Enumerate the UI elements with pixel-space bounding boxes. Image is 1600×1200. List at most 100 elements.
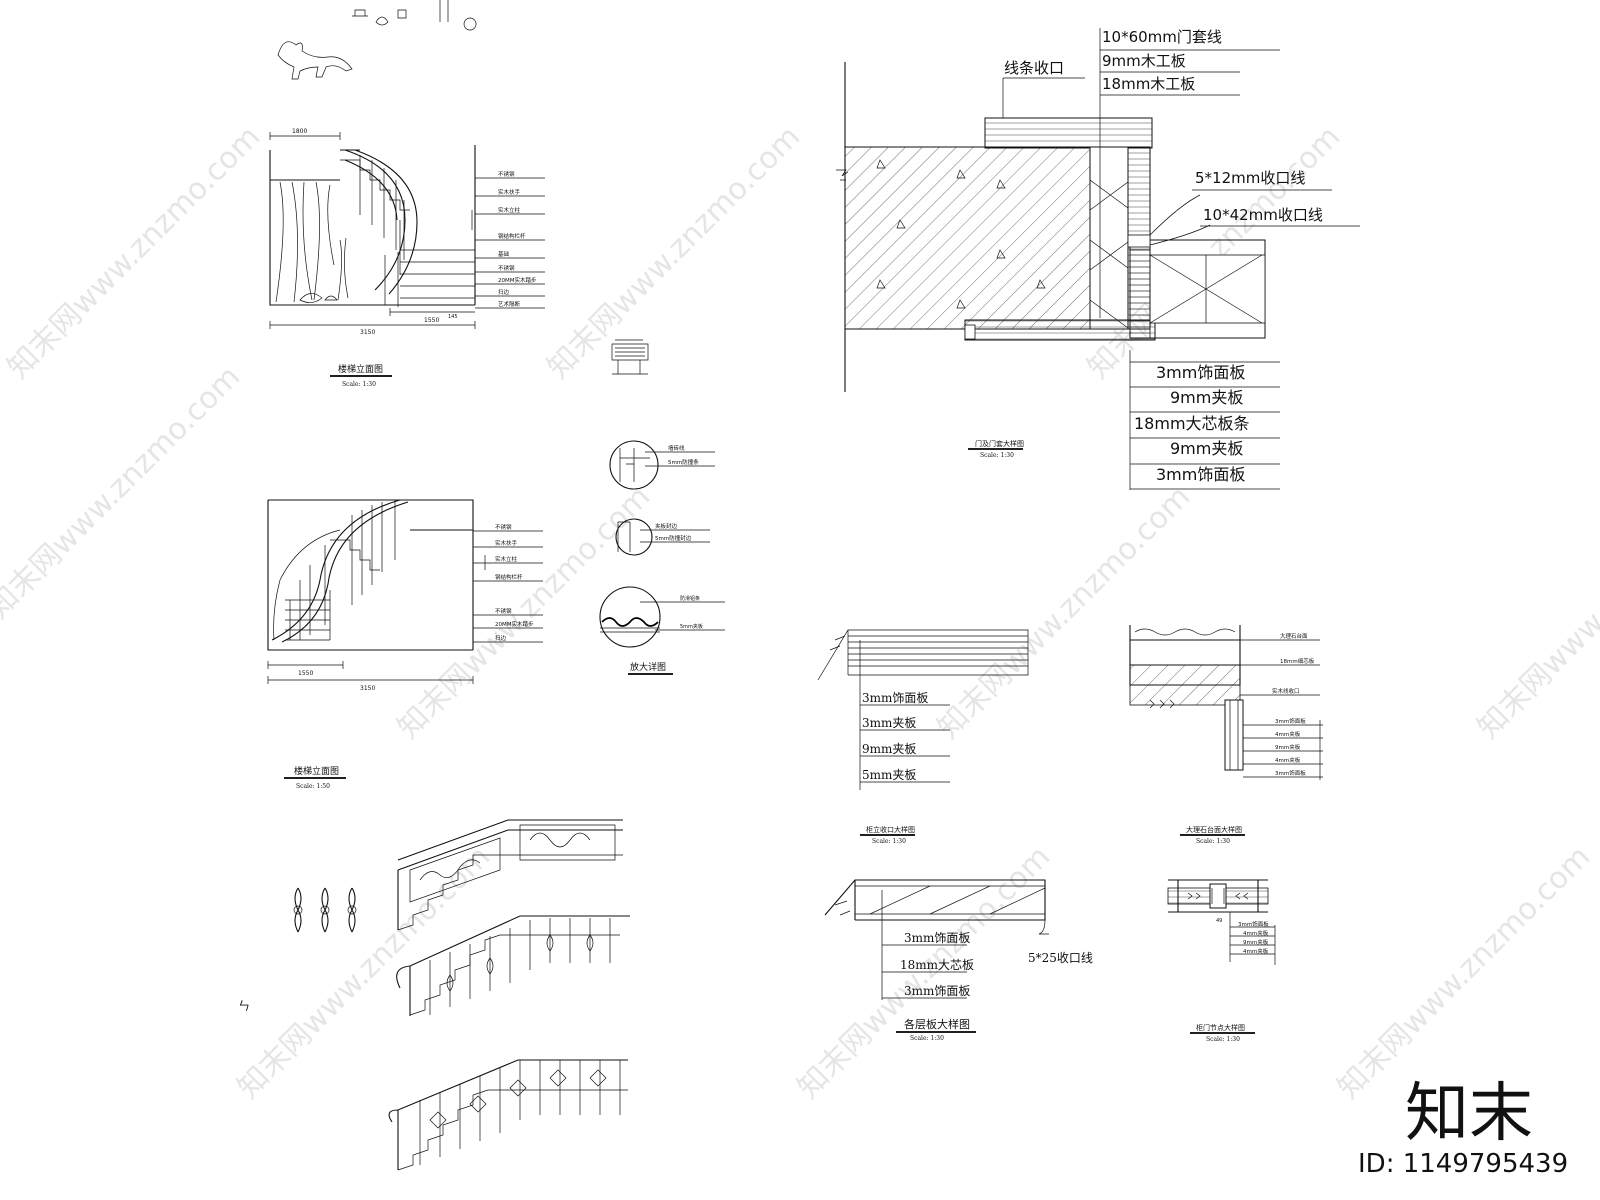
label: 5mm防撞条 [668,458,699,466]
cabinet-edge-scale: Scale: 1:30 [872,838,906,845]
label: 9mm夹板 [1170,439,1243,458]
label: 夹板封边 [655,522,678,530]
label: 3mm饰面板 [1156,363,1245,382]
stair2-labels: 不锈钢 实木扶手 实木立柱 钢结构栏杆 不锈钢 20MM实木踏步 扫边 [495,523,534,642]
label: 大理石台面 [1280,632,1308,640]
label: 基础 [498,250,510,258]
label: 10*60mm门套线 [1102,28,1222,46]
watermark: 知末网www.znzmo.com [0,359,247,625]
ball-figure [463,17,477,31]
label: 9mm夹板 [1275,743,1301,751]
label: 5mm防撞封边 [655,534,692,542]
label: 18mm大芯板条 [1134,414,1250,433]
label: 不锈钢 [498,264,515,272]
cabinet-door-scale: Scale: 1:30 [1206,1036,1240,1043]
label: 4mm夹板 [1243,947,1269,955]
label: 艺术隔断 [498,300,521,308]
label: 18mm木工板 [1102,75,1195,93]
label: 9mm木工板 [1102,52,1186,70]
stair2-title: 楼梯立面图 [294,765,339,777]
bird-figure [375,16,389,26]
label: 不锈钢 [495,607,512,615]
label: 实木线收口 [1272,687,1300,695]
label: 3mm饰面板 [1238,920,1269,928]
watermark: 知末网www.znzmo.com [1471,479,1600,745]
label: 18mm大芯板 [900,958,974,972]
dragon-figure [277,41,353,80]
label: 实木立柱 [495,555,518,563]
label: 4mm夹板 [1275,730,1301,738]
door-left-label: 线条收口 [1004,59,1064,77]
image-id: ID: 1149795439 [1358,1149,1568,1179]
corner-mark: ㄣ [238,999,250,1013]
label: 20MM实木踏步 [495,620,534,628]
dim-bottom-part-2: 1550 [298,670,313,677]
marble-title: 大理石台面大样图 [1186,825,1242,834]
watermark: 知末网www.znzmo.com [931,479,1197,745]
marble-scale: Scale: 1:30 [1196,838,1230,845]
label: 钢结构栏杆 [498,232,526,240]
label: 9mm夹板 [862,742,916,756]
layer-title: 各层板大样图 [904,1017,970,1031]
dim-right-side: 145 [448,314,458,320]
marble-top: 大理石台面 18mm细芯板 实木线收口 3mm饰面板 4mm夹板 9mm夹板 4… [1129,625,1323,845]
label: 3mm饰面板 [1275,769,1306,777]
watermark: 知末网www.znzmo.com [391,479,657,745]
vase-figure [352,9,368,17]
cabinet-door-dim: 49 [1216,918,1222,924]
label: 5mm夹板 [862,768,916,782]
dim-top: 1800 [292,128,307,135]
label: 扫边 [498,288,510,296]
watermark: 知末网www.znzmo.com [1,119,267,385]
decor-figures [277,0,477,80]
label: 4mm夹板 [1243,929,1269,937]
brand-logo: 知末 [1405,1077,1533,1151]
detail-circles: 墙砖线 5mm防撞条 夹板封边 5mm防撞封边 防滑铝条 5mm夹板 放大详图 [599,440,725,675]
label: 5mm夹板 [680,623,703,630]
dim-bottom-total: 3150 [360,329,375,336]
label: 3mm饰面板 [904,931,970,945]
door-title: 门及门套大样图 [975,439,1024,448]
layer-board: 3mm饰面板 18mm大芯板 3mm饰面板 5*25收口线 各层板大样图 Sca… [824,879,1093,1042]
label: 3mm饰面板 [1275,717,1306,725]
stair1-scale: Scale: 1:30 [342,381,376,388]
label: 20MM实木踏步 [498,276,537,284]
cabinet-door-title: 柜门节点大样图 [1196,1023,1245,1032]
label: 防滑铝条 [680,595,700,602]
label: 10*42mm收口线 [1203,206,1323,224]
stair2-scale: Scale: 1:50 [296,783,330,790]
label: 4mm夹板 [1275,756,1301,764]
watermark: 知末网www.znzmo.com [231,839,497,1105]
label: 实木扶手 [495,539,518,547]
dim-bottom-total-2: 3150 [360,685,375,692]
layer-scale: Scale: 1:30 [910,1035,944,1042]
label: 3mm饰面板 [862,691,928,705]
label: 不锈钢 [495,523,512,531]
label: 墙砖线 [668,444,685,452]
detail-title: 放大详图 [630,661,666,673]
label: 9mm夹板 [1170,388,1243,407]
watermark: 知末网www.znzmo.com [791,839,1057,1105]
door-section: 线条收口 10*60mm门套线 9mm木工板 18mm木工板 5*12mm收口线… [836,28,1360,490]
watermark: 知末网www.znzmo.com [541,119,807,385]
box-figure [397,9,407,19]
label: 实木扶手 [498,188,521,196]
label: 扫边 [495,634,507,642]
cabinet-edge: 3mm饰面板 3mm夹板 9mm夹板 5mm夹板 柜立收口大样图 Scale: … [817,629,1029,845]
label: 实木立柱 [498,206,521,214]
cabinet-edge-title: 柜立收口大样图 [866,825,915,834]
label: 18mm细芯板 [1280,657,1315,665]
small-block [611,339,649,375]
stair1-labels: 不锈钢 实木扶手 实木立柱 钢结构栏杆 基础 不锈钢 20MM实木踏步 扫边 艺… [498,170,537,308]
label: 9mm夹板 [1243,938,1269,946]
door-scale: Scale: 1:30 [980,452,1014,459]
label: 不锈钢 [498,170,515,178]
label: 5*12mm收口线 [1195,169,1305,187]
label: 3mm饰面板 [1156,465,1245,484]
railing-details: ㄣ [238,819,630,1171]
layer-edge-label: 5*25收口线 [1028,951,1093,965]
label: 钢结构栏杆 [495,573,523,581]
stair-elevation-2: 不锈钢 实木扶手 实木立柱 钢结构栏杆 不锈钢 20MM实木踏步 扫边 1550… [267,499,543,790]
brand-watermark: 知末 ID: 1149795439 [1358,1077,1568,1179]
